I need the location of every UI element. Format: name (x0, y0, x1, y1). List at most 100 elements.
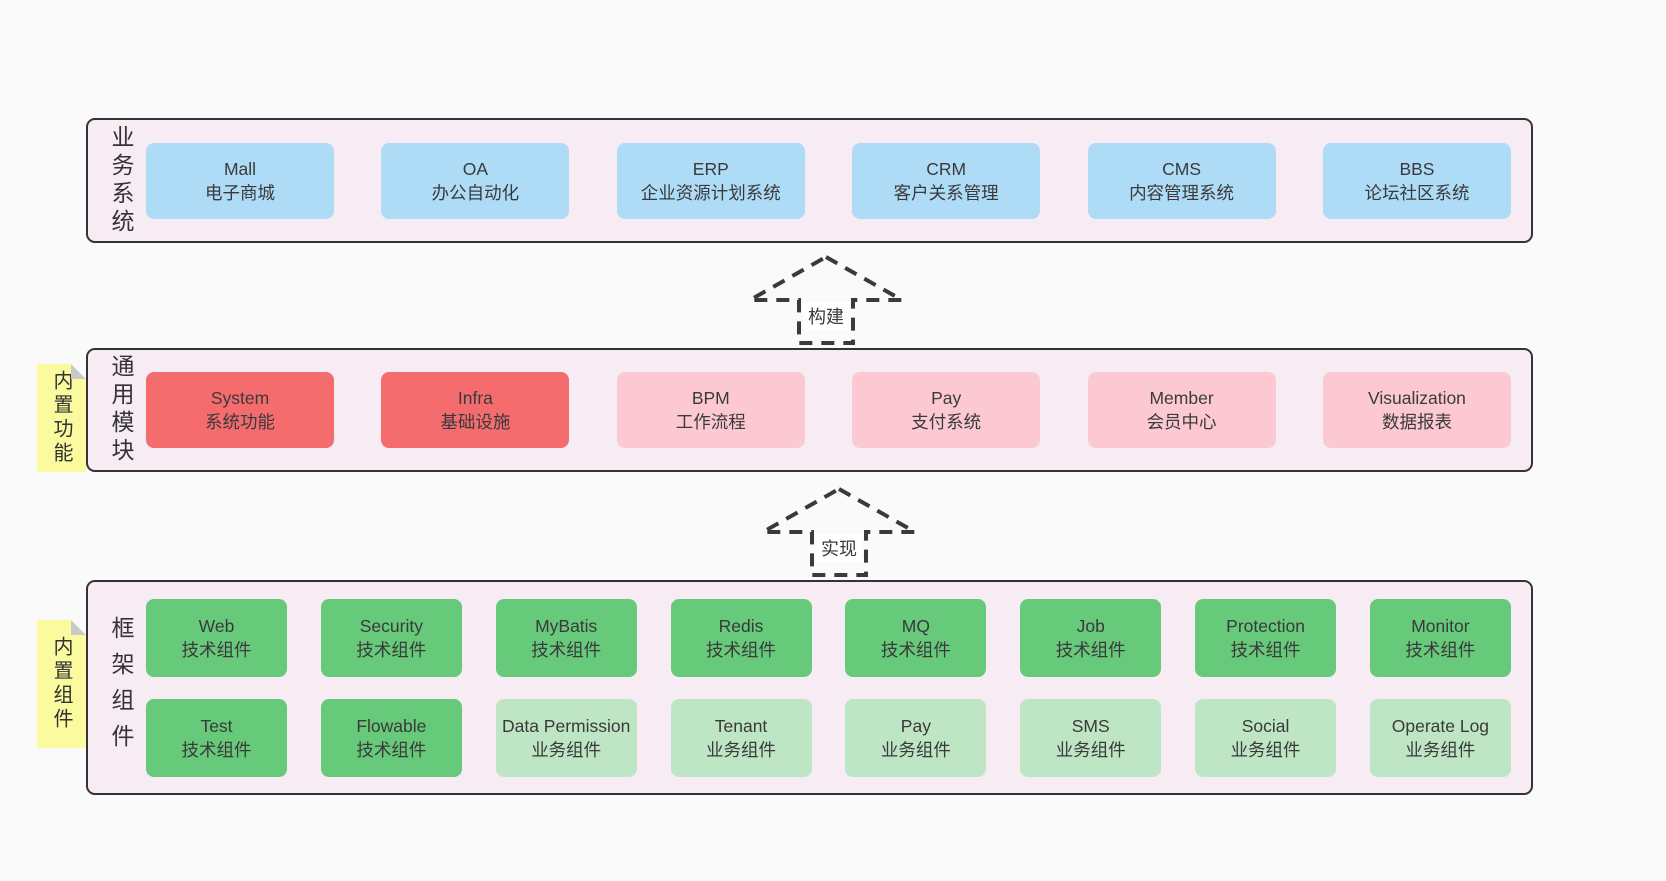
sticky-note-text: 内置组件 (50, 636, 72, 732)
box-member: Member 会员中心 (1087, 372, 1276, 448)
box-subtitle: 技术组件 (356, 739, 427, 760)
box-title: Job (1076, 615, 1105, 636)
box-title: CRM (926, 158, 967, 179)
layer-business-label: 业务系统 (108, 124, 134, 237)
box-subtitle: 技术组件 (1055, 639, 1126, 660)
sticky-note-text: 内置功能 (50, 370, 72, 466)
box-subtitle: 技术组件 (1405, 639, 1476, 660)
box-oa: OA 办公自动化 (381, 142, 570, 219)
box-subtitle: 业务组件 (1405, 739, 1476, 760)
box-title: Social (1241, 715, 1290, 736)
box-web: Web 技术组件 (146, 598, 287, 677)
box-mall: Mall 电子商城 (146, 142, 334, 219)
box-subtitle: 论坛社区系统 (1364, 182, 1470, 203)
layer-business-systems: 业务系统 Mall 电子商城 OA 办公自动化 ERP 企业资源计划系统 CRM 客户关系管理… (86, 118, 1533, 243)
box-subtitle: 工作流程 (675, 412, 746, 432)
box-subtitle: 业务组件 (880, 739, 951, 760)
box-title: BBS (1399, 158, 1435, 179)
box-subtitle: 电子商城 (205, 182, 275, 203)
box-cms: CMS 内容管理系统 (1087, 142, 1276, 219)
arrow-build-label: 构建 (803, 302, 849, 330)
box-title: Pay (931, 388, 962, 408)
box-subtitle: 会员中心 (1146, 412, 1217, 432)
box-subtitle: 办公自动化 (431, 182, 520, 203)
box-title: Tenant (714, 715, 768, 736)
box-bpm: BPM 工作流程 (616, 372, 805, 448)
box-title: Visualization (1367, 388, 1466, 408)
modules-row-1: System 系统功能 Infra 基础设施 BPM 工作流程 Pay 支付系统 Member 会… (146, 372, 1511, 448)
folded-corner-icon (71, 364, 86, 379)
box-subtitle: 企业资源计划系统 (640, 182, 781, 203)
box-subtitle: 业务组件 (531, 739, 602, 760)
box-title: Infra (457, 388, 493, 408)
box-title: MQ (901, 615, 930, 636)
box-subtitle: 技术组件 (531, 639, 602, 660)
box-subtitle: 技术组件 (706, 639, 777, 660)
sticky-note-built-in-features: 内置功能 (37, 364, 86, 472)
box-title: MyBatis (535, 615, 598, 636)
box-subtitle: 内容管理系统 (1129, 182, 1235, 203)
box-subtitle: 支付系统 (911, 412, 982, 432)
box-title: Monitor (1411, 615, 1470, 636)
box-subtitle: 技术组件 (880, 639, 951, 660)
folded-corner-icon (71, 620, 86, 635)
box-title: Mall (223, 158, 257, 179)
box-job: Job 技术组件 (1020, 598, 1162, 677)
box-title: Pay (900, 715, 931, 736)
box-bbs: BBS 论坛社区系统 (1322, 142, 1511, 219)
box-title: Operate Log (1391, 715, 1490, 736)
box-title: SMS (1071, 715, 1110, 736)
arrow-implement-label: 实现 (816, 534, 862, 562)
box-title: Test (200, 715, 233, 736)
box-subtitle: 业务组件 (706, 739, 777, 760)
box-title: System (210, 388, 270, 408)
layer-components-label: 框架组件 (108, 615, 134, 760)
arrow-build: 构建 (741, 254, 911, 346)
box-test: Test 技术组件 (146, 698, 287, 777)
business-row-1: Mall 电子商城 OA 办公自动化 ERP 企业资源计划系统 CRM 客户关系管理 CMS 内容… (146, 142, 1511, 219)
box-title: CMS (1162, 158, 1201, 179)
box-title: ERP (692, 158, 729, 179)
layer-modules-body: System 系统功能 Infra 基础设施 BPM 工作流程 Pay 支付系统 Member 会… (146, 350, 1511, 470)
box-sms: SMS 业务组件 (1020, 698, 1162, 777)
box-subtitle: 系统功能 (205, 412, 275, 432)
box-title: BPM (691, 388, 730, 408)
box-crm: CRM 客户关系管理 (852, 142, 1041, 219)
dashed-up-arrow-icon (755, 486, 923, 577)
box-title: Protection (1226, 615, 1305, 636)
box-erp: ERP 企业资源计划系统 (616, 142, 805, 219)
box-mybatis: MyBatis 技术组件 (495, 598, 637, 677)
box-title: Member (1149, 388, 1214, 408)
box-title: Security (359, 615, 423, 636)
box-pay: Pay 业务组件 (845, 698, 987, 777)
box-title: Web (198, 615, 235, 636)
box-title: OA (462, 158, 489, 179)
box-mq: MQ 技术组件 (845, 598, 987, 677)
box-subtitle: 业务组件 (1055, 739, 1126, 760)
box-subtitle: 技术组件 (181, 739, 252, 760)
arrow-implement: 实现 (754, 486, 924, 578)
box-subtitle: 基础设施 (440, 412, 511, 432)
box-subtitle: 客户关系管理 (893, 182, 999, 203)
box-tenant: Tenant 业务组件 (670, 698, 812, 777)
dashed-up-arrow-icon (742, 254, 910, 345)
layer-common-modules: 通用模块 System 系统功能 Infra 基础设施 BPM 工作流程 Pay 支付系统 Me… (86, 348, 1533, 472)
box-operate-log: Operate Log 业务组件 (1369, 698, 1511, 777)
layer-business-body: Mall 电子商城 OA 办公自动化 ERP 企业资源计划系统 CRM 客户关系管理 CMS 内容… (146, 120, 1511, 241)
box-monitor: Monitor 技术组件 (1369, 598, 1511, 677)
box-subtitle: 技术组件 (181, 639, 252, 660)
box-social: Social 业务组件 (1195, 698, 1337, 777)
box-subtitle: 技术组件 (1230, 639, 1301, 660)
sticky-note-built-in-components: 内置组件 (37, 620, 86, 748)
box-subtitle: 业务组件 (1230, 739, 1301, 760)
layer-modules-label: 通用模块 (108, 354, 134, 466)
